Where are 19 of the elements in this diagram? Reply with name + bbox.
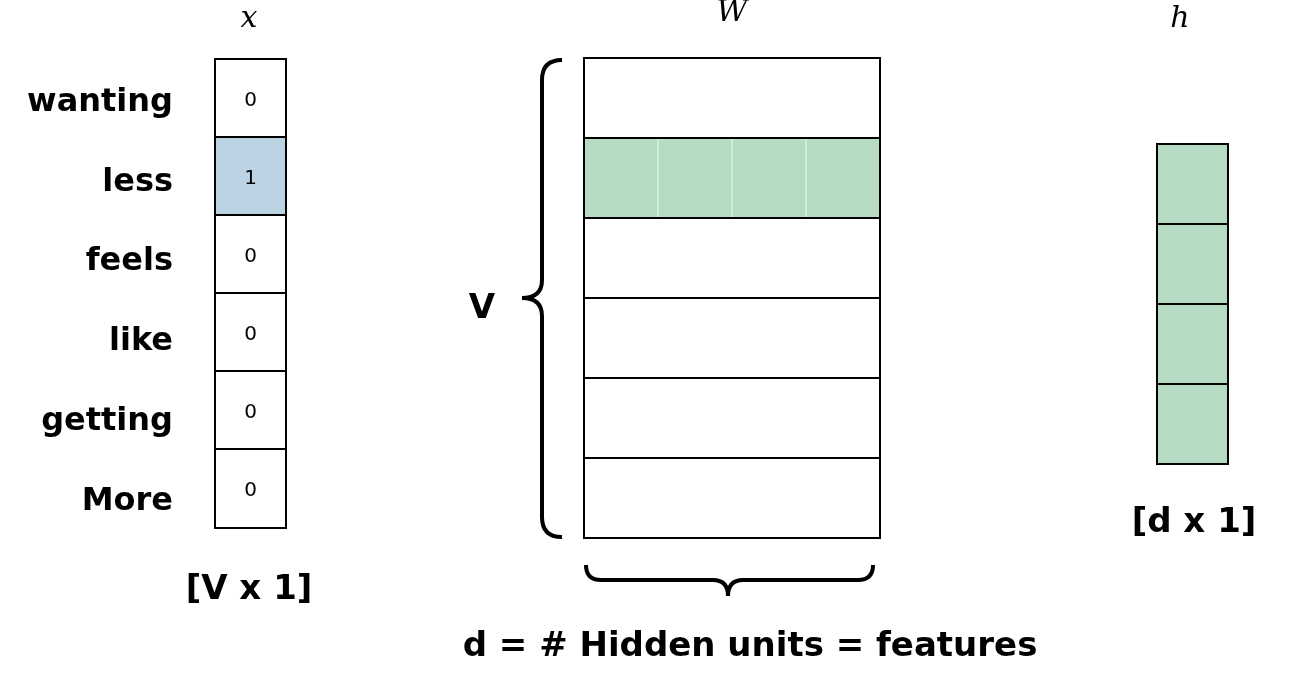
variable-symbol: x — [240, 2, 258, 32]
word-label: getting — [41, 403, 173, 435]
word-label: less — [102, 164, 173, 196]
dimension-label: V — [468, 289, 496, 323]
variable-symbol: W — [716, 0, 748, 26]
vector-entry: 0 — [214, 292, 287, 373]
variable-symbol: h — [1170, 2, 1190, 32]
vector-entry: 0 — [214, 58, 287, 139]
shape-label: [V x 1] — [185, 570, 313, 604]
shape-label: [d x 1] — [1131, 503, 1257, 537]
vector-entry: 0 — [214, 214, 287, 295]
vector-entry: 0 — [214, 370, 287, 451]
vector-entry: 1 — [214, 136, 287, 217]
word-label: feels — [85, 243, 173, 275]
word-label: like — [108, 323, 173, 355]
word-label: More — [81, 483, 173, 515]
dimension-label: d = # Hidden units = features — [462, 627, 1038, 661]
vector-entry: 0 — [214, 448, 287, 529]
word-label: wanting — [27, 84, 173, 116]
